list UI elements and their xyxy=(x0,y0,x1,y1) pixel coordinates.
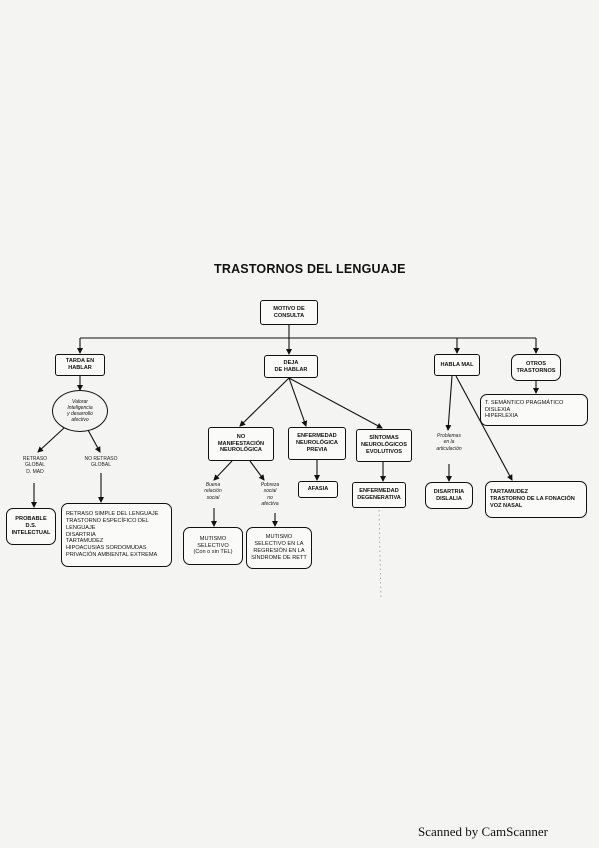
node-otros-trastornos: OTROS TRASTORNOS xyxy=(511,354,561,381)
line-valorar-retraso xyxy=(37,427,65,453)
label-retraso-global: RETRASO GLOBAL D. MAD xyxy=(22,456,48,475)
scan-artifact-line xyxy=(378,509,382,601)
label-no-retraso-global: NO RETRASO GLOBAL xyxy=(84,456,118,469)
node-otros-list: T. SEMÁNTICO PRAGMÁTICO DISLEXIA HIPERLE… xyxy=(480,394,588,426)
node-enfermedad-degenerativa: ENFERMEDAD DEGENERATIVA xyxy=(352,482,406,508)
line-deja-enfermedad xyxy=(288,377,308,427)
diagram-title: TRASTORNOS DEL LENGUAJE xyxy=(214,262,406,276)
node-valorar-inteligencia: Valorar Inteligencia y desarrollo afecti… xyxy=(52,390,108,432)
node-probable-ds-intelectual: PROBABLE D.S. INTELECTUAL xyxy=(6,508,56,545)
line-deja-sintomas xyxy=(288,377,383,429)
node-no-manifestacion-neurologica: NO MANIFESTACIÓN NEUROLÓGICA xyxy=(208,427,274,461)
node-disartria-dislalia: DISARTRIA DISLALIA xyxy=(425,482,473,509)
node-afasia: AFASIA xyxy=(298,481,338,498)
node-tarda-en-hablar: TARDA EN HABLAR xyxy=(55,354,105,376)
node-sintomas-neurologicos-evolutivos: SÍNTOMAS NEUROLÓGICOS EVOLUTIVOS xyxy=(356,429,412,462)
line-nomanif-buena xyxy=(213,460,233,481)
label-problemas-articulacion: Problemas en la articulación xyxy=(436,433,462,452)
node-retraso-simple-list: RETRASO SIMPLE DEL LENGUAJE TRASTORNO ES… xyxy=(61,503,172,567)
line-deja-nomanif xyxy=(239,377,290,427)
line-hablamal-tartamudez xyxy=(455,375,513,481)
node-tartamudez-fonacion: TARTAMUDEZ TRASTORNO DE LA FONACIÓN VOZ … xyxy=(485,481,587,518)
scanner-footer: Scanned by CamScanner xyxy=(418,824,548,839)
line-nomanif-pobreza xyxy=(249,460,265,481)
node-mutismo-selectivo-rett: MUTISMO SELECTIVO EN LA REGRESIÓN EN LA … xyxy=(246,527,312,569)
label-buena-relacion-social: Buena relación social xyxy=(204,482,222,501)
line-hablamal-problemas xyxy=(445,375,453,431)
line-valorar-noretraso xyxy=(87,429,101,453)
node-enfermedad-neurologica-previa: ENFERMEDAD NEUROLÓGICA PREVIA xyxy=(288,427,346,460)
node-mutismo-selectivo: MUTISMO SELECTIVO (Con o sin TEL) xyxy=(183,527,243,565)
label-pobreza-social: Pobreza social no afectiva xyxy=(260,482,280,507)
node-deja-de-hablar: DEJA DE HABLAR xyxy=(264,355,318,378)
node-motivo-consulta: MOTIVO DE CONSULTA xyxy=(260,300,318,325)
node-habla-mal: HABLA MAL xyxy=(434,354,480,376)
